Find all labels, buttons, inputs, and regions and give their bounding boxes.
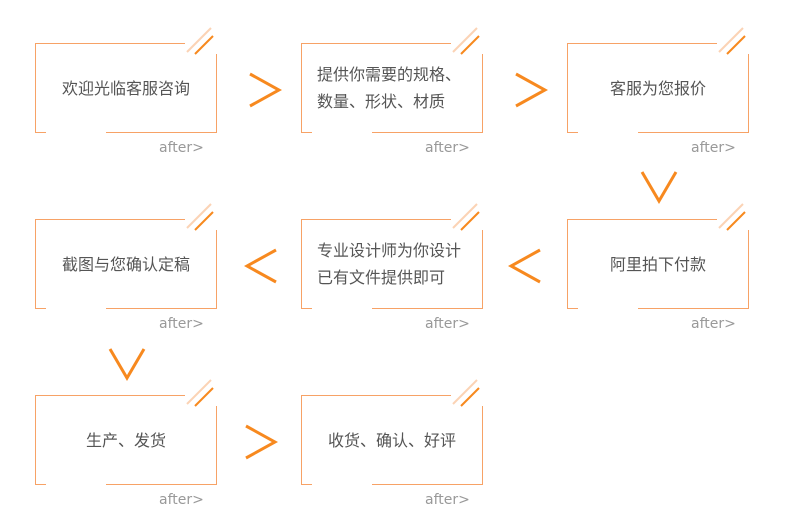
decorative-slash-icon	[185, 27, 219, 55]
step-text: 专业设计师为你设计已有文件提供即可	[317, 241, 462, 287]
step-box: 客服为您报价	[567, 43, 749, 135]
arrow-left-icon	[508, 248, 541, 284]
after-link[interactable]: after>	[691, 140, 736, 156]
after-link[interactable]: after>	[159, 140, 204, 156]
border-gap	[46, 482, 106, 487]
step-text: 收货、确认、好评	[327, 430, 456, 450]
arrow-left-icon	[244, 248, 277, 284]
step-box: 欢迎光临客服咨询	[35, 43, 217, 135]
step-box: 专业设计师为你设计已有文件提供即可	[301, 219, 483, 311]
border-gap	[312, 306, 372, 311]
after-link[interactable]: after>	[159, 492, 204, 508]
step-text: 提供你需要的规格、数量、形状、材质	[317, 65, 462, 111]
step-text: 阿里拍下付款	[609, 254, 706, 274]
arrow-down-icon	[108, 348, 146, 381]
step-text: 截图与您确认定稿	[61, 254, 190, 274]
border-gap	[578, 306, 638, 311]
step-text: 欢迎光临客服咨询	[61, 78, 190, 98]
decorative-slash-icon	[185, 203, 219, 231]
step-box: 提供你需要的规格、数量、形状、材质	[301, 43, 483, 135]
after-link[interactable]: after>	[159, 316, 204, 332]
decorative-slash-icon	[451, 27, 485, 55]
after-link[interactable]: after>	[425, 140, 470, 156]
after-link[interactable]: after>	[691, 316, 736, 332]
step-text: 生产、发货	[85, 430, 166, 450]
after-link[interactable]: after>	[425, 492, 470, 508]
step-box: 生产、发货	[35, 395, 217, 487]
border-gap	[46, 130, 106, 135]
decorative-slash-icon	[451, 379, 485, 407]
step-box: 收货、确认、好评	[301, 395, 483, 487]
step-box: 截图与您确认定稿	[35, 219, 217, 311]
border-gap	[312, 130, 372, 135]
arrow-right-icon	[515, 72, 548, 108]
decorative-slash-icon	[451, 203, 485, 231]
arrow-down-icon	[640, 171, 678, 204]
step-text: 客服为您报价	[609, 78, 706, 98]
after-link[interactable]: after>	[425, 316, 470, 332]
step-box: 阿里拍下付款	[567, 219, 749, 311]
decorative-slash-icon	[717, 203, 751, 231]
decorative-slash-icon	[717, 27, 751, 55]
arrow-right-icon	[245, 424, 278, 460]
decorative-slash-icon	[185, 379, 219, 407]
arrow-right-icon	[249, 72, 282, 108]
border-gap	[578, 130, 638, 135]
border-gap	[46, 306, 106, 311]
border-gap	[312, 482, 372, 487]
